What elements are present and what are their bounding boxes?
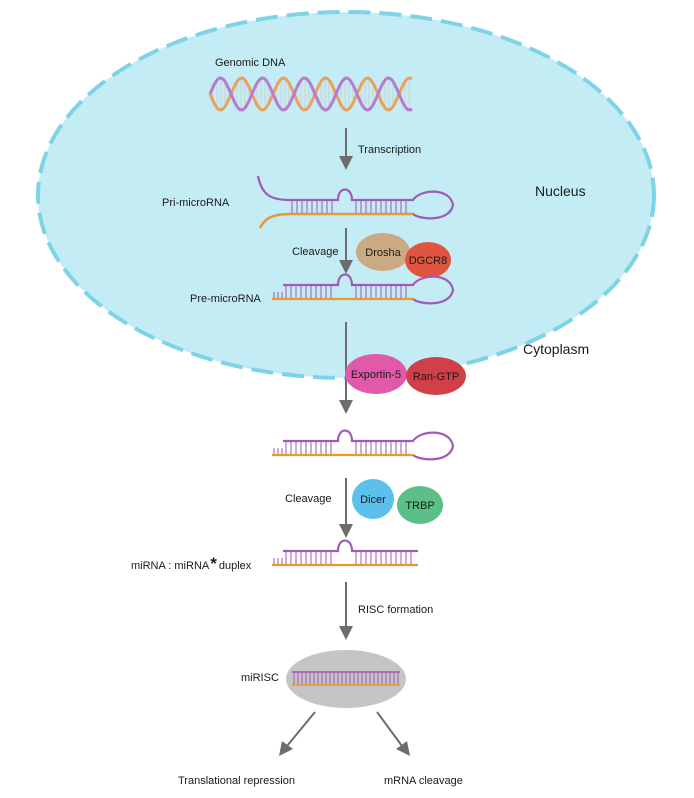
- arrow-cleavage-1: [339, 228, 353, 274]
- mirisc-label: miRISC: [241, 672, 279, 684]
- duplex-label-part1: miRNA : miRNA: [131, 560, 210, 572]
- genomic-dna-label: Genomic DNA: [215, 57, 286, 69]
- exportin5-protein: Exportin-5: [345, 354, 407, 394]
- arrow-mrna-cleavage: [376, 711, 410, 756]
- pri-microrna-label: Pri-microRNA: [162, 197, 230, 209]
- duplex-label-part2: duplex: [219, 560, 252, 572]
- duplex-star: *: [210, 554, 217, 573]
- dgcr8-label: DGCR8: [409, 255, 448, 267]
- dgcr8-protein: DGCR8: [405, 242, 451, 278]
- ran-gtp-protein: Ran-GTP: [406, 357, 466, 395]
- arrow-export: [339, 322, 353, 414]
- ran-gtp-label: Ran-GTP: [413, 371, 459, 383]
- cytoplasm-label: Cytoplasm: [523, 341, 589, 357]
- mrna-cleavage-label: mRNA cleavage: [384, 775, 463, 787]
- arrow-translational-repression: [279, 711, 316, 756]
- duplex-label: miRNA : miRNA*duplex: [131, 554, 252, 573]
- arrow-transcription: [339, 128, 353, 170]
- dicer-protein: Dicer: [352, 479, 394, 519]
- exportin5-label: Exportin-5: [351, 369, 401, 381]
- pre-microrna-label: Pre-microRNA: [190, 293, 262, 305]
- cleavage-label-2: Cleavage: [285, 493, 331, 505]
- trbp-protein: TRBP: [397, 486, 443, 524]
- genomic-dna-helix: [208, 76, 413, 112]
- transcription-label: Transcription: [358, 144, 421, 156]
- drosha-protein: Drosha: [356, 233, 410, 271]
- trbp-label: TRBP: [405, 500, 434, 512]
- pri-microrna-hairpin: [256, 175, 455, 229]
- risc-formation-label: RISC formation: [358, 604, 433, 616]
- mirna-duplex: [272, 539, 418, 567]
- drosha-label: Drosha: [365, 247, 401, 259]
- dicer-label: Dicer: [360, 494, 386, 506]
- arrow-risc-formation: [339, 582, 353, 640]
- cleavage-label-1: Cleavage: [292, 246, 338, 258]
- nucleus-label: Nucleus: [535, 183, 586, 199]
- arrow-cleavage-2: [339, 478, 353, 538]
- cytoplasmic-pre-microrna: [272, 429, 455, 461]
- translational-repression-label: Translational repression: [178, 775, 295, 787]
- mirisc-complex: [286, 650, 406, 708]
- pre-microrna-hairpin: [272, 273, 455, 305]
